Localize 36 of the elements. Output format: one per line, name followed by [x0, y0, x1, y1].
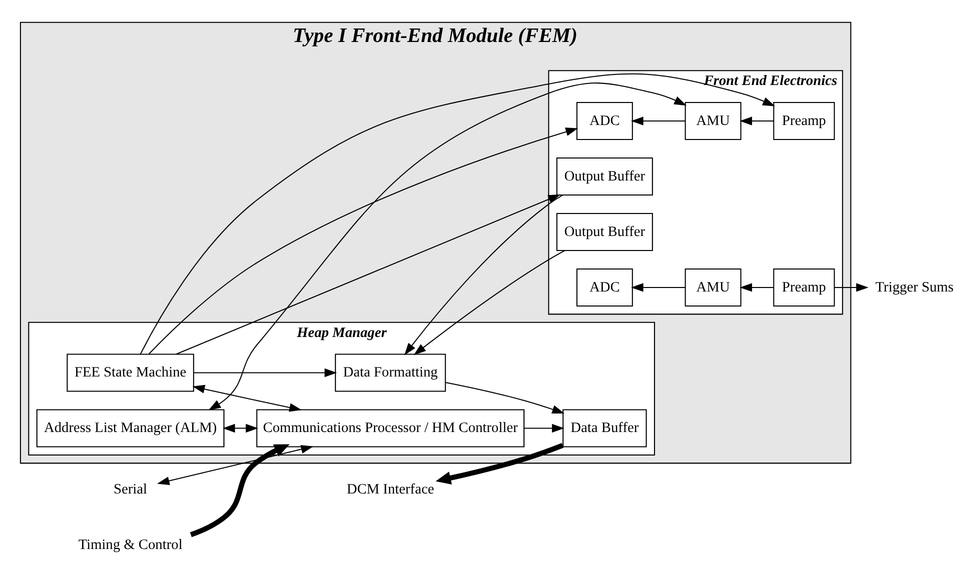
- arrow: [148, 128, 578, 354]
- node-text: Serial: [114, 482, 148, 498]
- node-box: Preamp: [773, 102, 835, 140]
- arrow: [190, 444, 290, 538]
- node-box: FEE State Machine: [66, 354, 194, 392]
- node-box: Output Buffer: [556, 212, 653, 251]
- arrow: [630, 283, 686, 292]
- node-text: Trigger Sums: [875, 279, 954, 296]
- arrow: [208, 82, 687, 410]
- node-box: Data Buffer: [562, 409, 647, 448]
- node-box: AMU: [684, 268, 742, 306]
- node-box: Data Formatting: [334, 354, 446, 392]
- arrow: [157, 445, 314, 486]
- node-box: Address List Manager (ALM): [36, 409, 224, 448]
- arrow: [192, 384, 302, 412]
- node-box: AMU: [684, 102, 742, 140]
- arrow: [740, 283, 774, 292]
- arrow: [436, 442, 564, 485]
- arrow: [404, 194, 563, 356]
- node-box: Communications Processor / HM Controller: [256, 409, 524, 448]
- node-box: Preamp: [773, 268, 835, 306]
- arrow: [140, 73, 776, 354]
- arrow: [222, 424, 258, 433]
- arrow: [446, 382, 564, 414]
- node-box: ADC: [576, 102, 633, 140]
- arrow: [524, 424, 564, 433]
- node-box: ADC: [576, 268, 633, 306]
- arrow: [194, 368, 337, 378]
- node-box: Output Buffer: [556, 157, 653, 196]
- node-text: DCM Interface: [346, 482, 434, 498]
- node-text: Timing & Control: [78, 537, 182, 554]
- arrow: [740, 116, 774, 126]
- arrow: [834, 283, 869, 292]
- arrow: [176, 194, 561, 355]
- arrow: [630, 116, 686, 126]
- arrow: [414, 250, 566, 356]
